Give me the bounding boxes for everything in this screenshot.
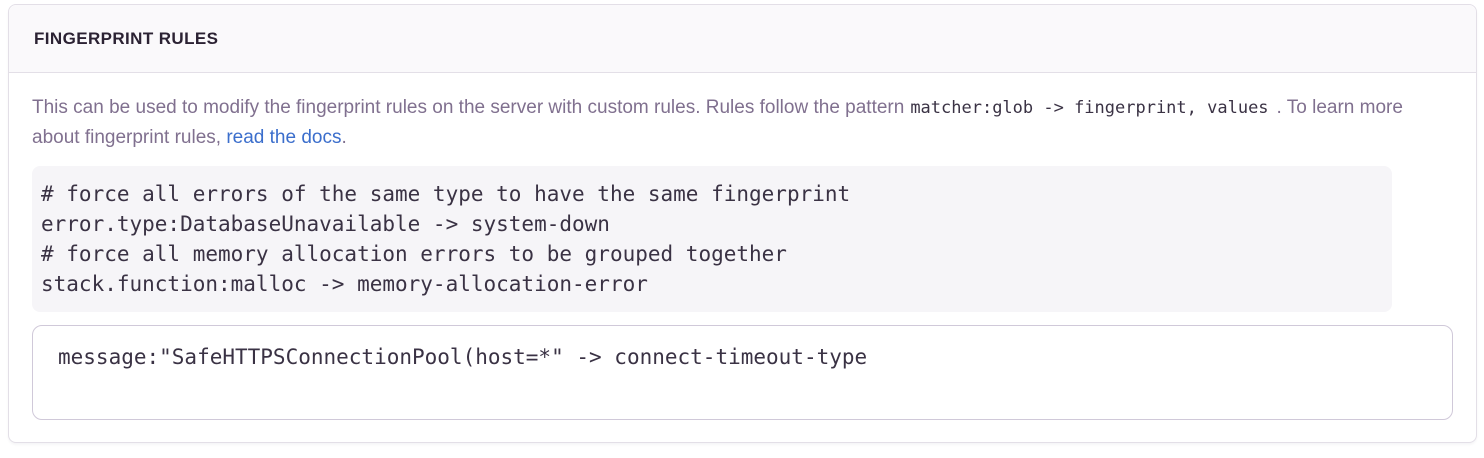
- read-the-docs-link[interactable]: read the docs: [226, 127, 342, 148]
- description-text-after-pattern: . To learn more about fingerprint rules,: [32, 97, 1403, 148]
- pattern-inline-code: matcher:glob -> fingerprint, values: [910, 98, 1269, 118]
- fingerprint-rules-textarea[interactable]: message:"SafeHTTPSConnectionPool(host=*"…: [32, 325, 1453, 420]
- fingerprint-rules-panel: FINGERPRINT RULES This can be used to mo…: [8, 4, 1477, 443]
- panel-header: FINGERPRINT RULES: [9, 5, 1476, 73]
- fingerprint-rules-example-block: # force all errors of the same type to h…: [32, 166, 1392, 312]
- panel-title: FINGERPRINT RULES: [34, 29, 219, 48]
- description-text-before-pattern: This can be used to modify the fingerpri…: [32, 97, 905, 118]
- panel-body: This can be used to modify the fingerpri…: [9, 73, 1476, 442]
- fingerprint-rules-description: This can be used to modify the fingerpri…: [32, 93, 1452, 153]
- description-text-after-link: .: [341, 127, 347, 148]
